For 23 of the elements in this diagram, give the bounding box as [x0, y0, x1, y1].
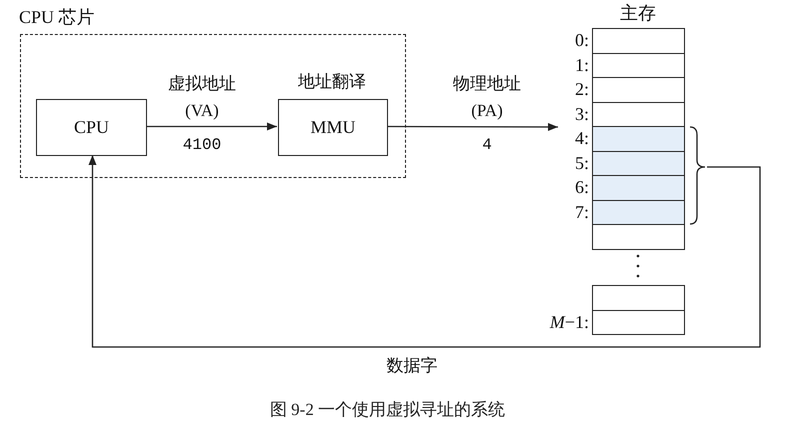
memory-heading: 主存 [620, 3, 656, 23]
address-value: 4 [482, 136, 492, 154]
chip-heading: CPU 芯片 [19, 6, 95, 29]
arrow [88, 155, 761, 348]
arrow [387, 122, 558, 131]
address-label: 5: [574, 152, 589, 174]
address-label: 1: [574, 54, 589, 76]
component-caption: 地址翻译 [298, 71, 366, 93]
address-value: 4100 [182, 136, 222, 154]
address-label: 3: [574, 104, 589, 124]
address-label: 4: [574, 128, 589, 149]
edge-label: 虚拟地址 (VA) [167, 73, 237, 122]
address-label: 0: [574, 30, 589, 51]
edge-label: 数据字 [386, 355, 438, 377]
address-label: M−1: [550, 312, 589, 332]
address-label: 2: [574, 79, 589, 100]
component-box: CPU [36, 99, 147, 156]
address-label: 6: [574, 177, 589, 198]
arrow [146, 122, 277, 130]
address-label: 7: [574, 202, 589, 222]
figure-caption: 图 9-2 一个使用虚拟寻址的系统 [268, 399, 506, 421]
component-box: MMU [278, 99, 388, 156]
edge-label: 物理地址 (PA) [452, 73, 522, 122]
